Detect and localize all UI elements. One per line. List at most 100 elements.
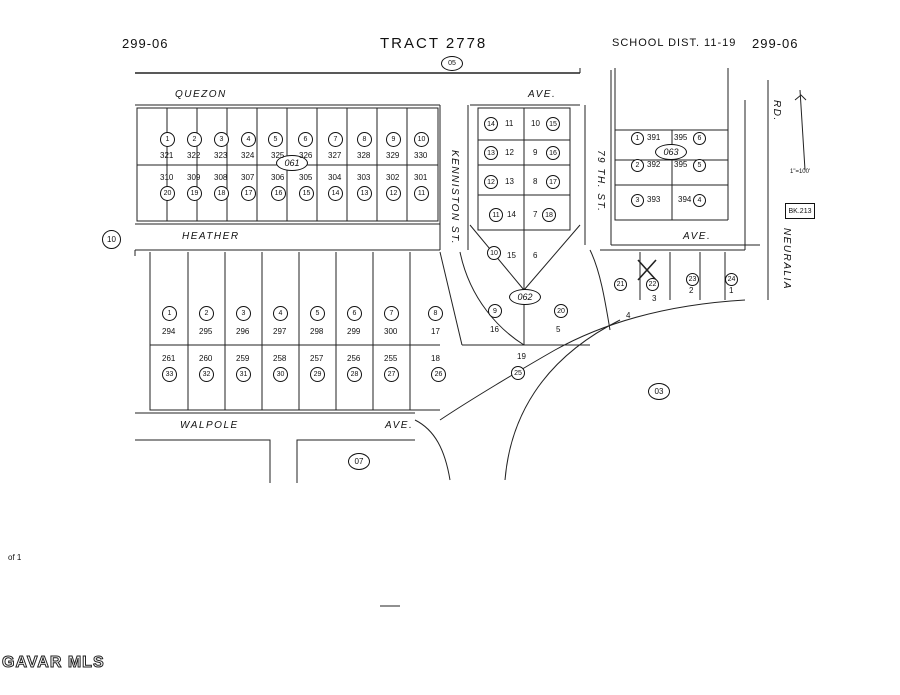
page-of: of 1 [8,553,22,562]
lot-number: 1 [729,286,734,295]
street-walpole: WALPOLE [180,420,239,431]
parcel-circle: 10 [487,246,501,260]
parcel-circle: 17 [546,175,560,189]
lot-number: 326 [299,151,313,160]
parcel-circle: 32 [199,367,214,382]
lot-number: 8 [533,177,538,186]
lot-number: 329 [386,151,400,160]
parcel-circle: 3 [214,132,229,147]
parcel-circle: 27 [384,367,399,382]
parcel-circle: 19 [187,186,202,201]
street-walpole-ave: AVE. [385,420,414,431]
lot-number: 255 [384,354,398,363]
lot-number: 301 [414,173,428,182]
lot-number: 256 [347,354,361,363]
parcel-circle: 18 [542,208,556,222]
parcel-circle: 5 [693,159,706,172]
parcel-circle: 16 [271,186,286,201]
lot-number: 294 [162,327,176,336]
parcel-circle: 26 [431,367,446,382]
parcel-circle: 31 [236,367,251,382]
parcel-circle: 9 [488,304,502,318]
parcel-circle: 23 [686,273,699,286]
lot-number: 6 [533,251,538,260]
lot-number: 305 [299,173,313,182]
street-79th: 79 TH. ST. [595,150,606,213]
lot-number: 3 [652,294,657,303]
lot-number: 324 [241,151,255,160]
lot-number: 14 [507,210,516,219]
parcel-circle: 10 [414,132,429,147]
mls-watermark: GAVAR MLS [2,654,105,672]
lot-number: 393 [647,195,661,204]
lot-number: 303 [357,173,371,182]
lot-number: 391 [647,133,661,142]
parcel-circle: 21 [614,278,627,291]
parcel-circle: 16 [546,146,560,160]
lot-number: 18 [431,354,440,363]
parcel-circle: 8 [428,306,443,321]
lot-number: 306 [271,173,285,182]
street-kenniston: KENNISTON ST. [449,150,460,246]
parcel-circle: 17 [241,186,256,201]
lot-number: 328 [357,151,371,160]
book-right: 299-06 [752,36,799,51]
lot-number: 304 [328,173,342,182]
lot-number: 295 [199,327,213,336]
parcel-circle: 15 [546,117,560,131]
lot-number: 327 [328,151,342,160]
street-quezon-ave: AVE. [528,89,557,100]
parcel-circle: 15 [299,186,314,201]
lot-number: 259 [236,354,250,363]
lot-number: 13 [505,177,514,186]
lot-number: 258 [273,354,287,363]
lot-number: 394 [678,195,692,204]
parcel-circle: 29 [310,367,325,382]
lot-number: 296 [236,327,250,336]
lot-number: 15 [507,251,516,260]
parcel-circle: 4 [693,194,706,207]
parcel-circle: 12 [386,186,401,201]
lot-number: 19 [517,352,526,361]
parcel-circle: 2 [199,306,214,321]
lot-number: 395 [674,133,688,142]
lot-number: 323 [214,151,228,160]
lot-number: 308 [214,173,228,182]
parcel-circle: 5 [310,306,325,321]
parcel-circle: 5 [268,132,283,147]
parcel-circle: 11 [414,186,429,201]
parcel-circle: 22 [646,278,659,291]
bk-label: BK.213 [785,203,815,219]
parcel-circle: 20 [554,304,568,318]
code-07: 07 [348,453,370,470]
street-rd: RD. [771,100,782,122]
lot-number: 260 [199,354,213,363]
street-quezon: QUEZON [175,89,227,100]
parcel-circle: 7 [384,306,399,321]
lot-number: 300 [384,327,398,336]
oval-061: 061 [276,155,308,171]
lot-number: 2 [689,286,694,295]
heather-lot-lines [187,252,411,410]
parcel-circle: 14 [484,117,498,131]
lot-number: 10 [531,119,540,128]
lot-number: 297 [273,327,287,336]
parcel-circle: 4 [241,132,256,147]
parcel-circle: 28 [347,367,362,382]
book-left: 299-06 [122,36,169,51]
lot-number: 11 [505,119,514,128]
parcel-circle: 2 [187,132,202,147]
lot-number: 392 [647,160,661,169]
parcel-circle: 1 [162,306,177,321]
parcel-circle: 12 [484,175,498,189]
parcel-circle: 9 [386,132,401,147]
lot-number: 321 [160,151,174,160]
parcel-circle: 4 [273,306,288,321]
parcel-circle: 6 [298,132,313,147]
lot-number: 395 [674,160,688,169]
parcel-circle: 8 [357,132,372,147]
lot-number: 4 [626,311,631,320]
street-heather-ave: AVE. [683,231,712,242]
parcel-circle: 24 [725,273,738,286]
